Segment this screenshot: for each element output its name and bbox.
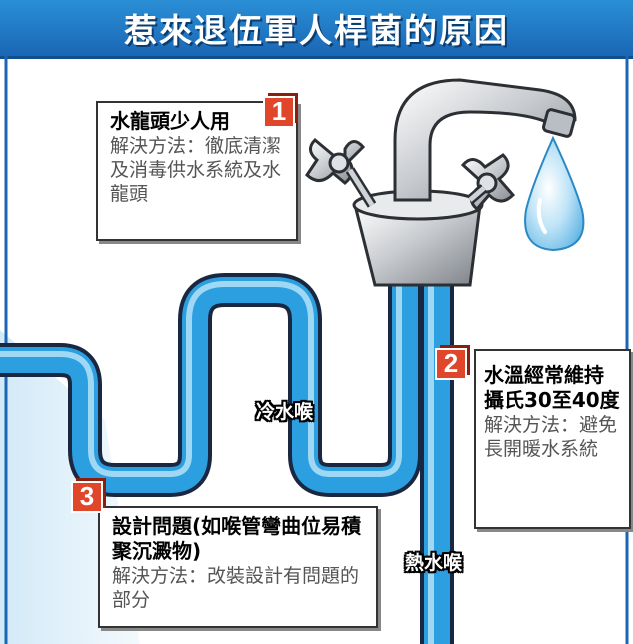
callout-2-body: 解決方法：避免長開暖水系統	[484, 414, 618, 460]
callout-1-body: 解決方法：徹底清潔及消毒供水系統及水龍頭	[110, 135, 282, 205]
cold-water-pipe-label: 冷水喉	[256, 401, 314, 423]
title: 惹來退伍軍人桿菌的原因	[124, 11, 509, 50]
hot-water-pipe	[420, 270, 454, 644]
badge-1-number: 1	[272, 96, 286, 126]
badge-2-number: 2	[444, 348, 458, 378]
callout-3-body: 解決方法：改裝設計有問題的部分	[112, 565, 360, 611]
cold-water-pipe	[0, 273, 422, 497]
callout-3: 設計問題(如喉管彎曲位易積聚沉澱物) 解決方法：改裝設計有問題的部分	[98, 506, 378, 628]
callout-1: 水龍頭少人用 解決方法：徹底清潔及消毒供水系統及水龍頭	[96, 101, 298, 241]
hot-water-pipe-label: 熱水喉	[405, 552, 463, 574]
badge-3-number: 3	[80, 481, 94, 511]
callout-1-heading: 水龍頭少人用	[110, 109, 230, 133]
badge-2: 2	[435, 345, 470, 380]
badge-1: 1	[263, 93, 298, 128]
callout-2: 水溫經常維持攝氏30至40度 解決方法：避免長開暖水系統	[474, 349, 631, 529]
faucet-illustration	[305, 78, 577, 287]
title-banner: 惹來退伍軍人桿菌的原因	[0, 0, 633, 59]
badge-3: 3	[71, 478, 106, 513]
callout-2-heading: 水溫經常維持攝氏30至40度	[484, 363, 620, 412]
water-drop-icon	[524, 135, 585, 252]
callout-3-heading: 設計問題(如喉管彎曲位易積聚沉澱物)	[112, 514, 362, 563]
